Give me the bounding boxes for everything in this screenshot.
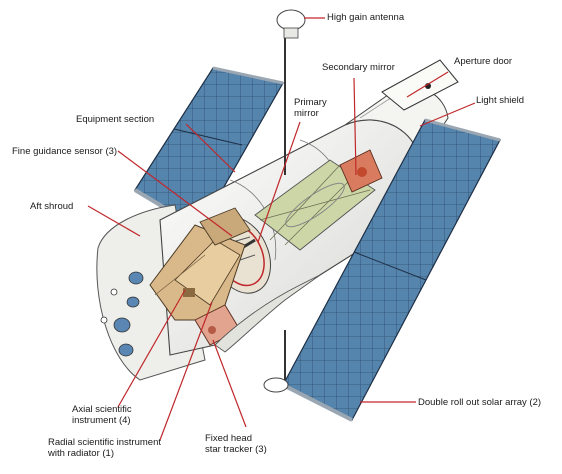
label-aperture-door: Aperture door <box>454 56 513 67</box>
label-axial-instrument-line2: instrument (4) <box>72 415 131 426</box>
high-gain-antenna-upper <box>276 9 306 175</box>
label-primary-mirror-line2: mirror <box>294 108 319 119</box>
high-gain-antenna-lower <box>263 330 289 393</box>
label-high-gain-antenna: High gain antenna <box>327 12 405 23</box>
label-fixed-head-tracker-line1: Fixed head <box>205 433 253 444</box>
label-fixed-head-tracker-line2: star tracker (3) <box>205 444 267 455</box>
aperture-door <box>381 59 459 111</box>
metering-truss <box>254 159 376 251</box>
label-radial-instrument-line1: Radial scientific instrument <box>48 437 161 448</box>
label-fine-guidance-sensor: Fine guidance sensor (3) <box>12 146 118 157</box>
label-solar-array: Double roll out solar array (2) <box>418 397 542 408</box>
label-radial-instrument-line2: with radiator (1) <box>48 448 114 459</box>
label-equipment-section: Equipment section <box>76 114 155 125</box>
leader-lines <box>87 17 476 441</box>
fine-guidance-sensors <box>199 207 251 246</box>
secondary-mirror-assembly <box>339 149 383 193</box>
label-primary-mirror-line1: Primary <box>294 97 327 108</box>
label-secondary-mirror: Secondary mirror <box>322 62 395 73</box>
equipment-section <box>214 274 321 353</box>
lower-right-solar-array <box>282 118 501 422</box>
label-light-shield: Light shield <box>476 95 525 106</box>
label-aft-shroud: Aft shroud <box>30 201 74 212</box>
label-axial-instrument-line1: Axial scientific <box>72 404 132 415</box>
